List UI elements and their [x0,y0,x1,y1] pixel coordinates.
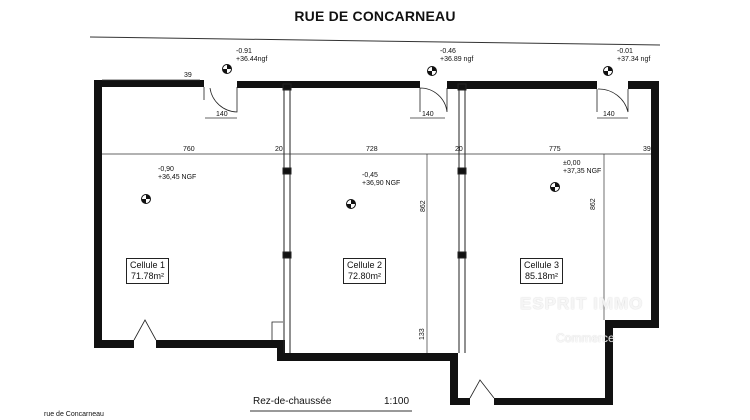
level-cell3: ±0,00+37,35 NGF [563,160,602,175]
scale-label: 1:100 [384,396,410,407]
dim-133: 133 [419,328,426,340]
dim-862-b: 862 [590,198,597,210]
cell-area: 72.80m² [348,271,382,281]
dim-862-a: 862 [420,200,427,212]
level-cell2: -0,45+36,90 NGF [362,172,401,187]
level-top-left: -0.91+36.44ngf [236,48,268,63]
walls [94,80,659,405]
street-title: RUE DE CONCARNEAU [294,8,456,24]
cell-name: Cellule 1 [130,260,166,270]
level-top-mid: -0.46+36.89 ngf [440,48,474,63]
dim-20-b: 20 [455,146,463,153]
cell-2-label: Cellule 2 72.80m² [343,258,387,284]
cell-name: Cellule 3 [524,260,560,270]
level-markers [141,64,613,209]
dim-top-39: 39 [184,72,192,79]
dimension-lines [102,79,651,353]
watermark-sub: Commerce [556,331,615,345]
partitions [282,83,467,353]
dim-728: 728 [366,146,378,153]
cell-3-label: Cellule 3 85.18m² [520,258,564,284]
street-line [89,36,661,46]
cell-area: 71.78m² [131,271,165,281]
cell-area: 85.18m² [525,271,559,281]
level-top-right: -0.01+37.34 ngf [617,48,651,63]
footer-caption: rue de Concarneau [44,411,104,418]
dim-door-140-c: 140 [603,111,615,118]
level-cell1: -0,90+36,45 NGF [158,166,197,181]
dim-760: 760 [183,146,195,153]
doors [133,87,629,399]
dim-39: 39 [643,146,651,153]
watermark: ESPRIT IMMO [520,294,644,313]
floor-label: Rez-de-chaussée [253,396,332,407]
cell-name: Cellule 2 [347,260,383,270]
dim-door-140-b: 140 [422,111,434,118]
dim-775: 775 [549,146,561,153]
dim-door-140-a: 140 [216,111,228,118]
cell-1-label: Cellule 1 71.78m² [126,258,170,284]
dim-20-a: 20 [275,146,283,153]
